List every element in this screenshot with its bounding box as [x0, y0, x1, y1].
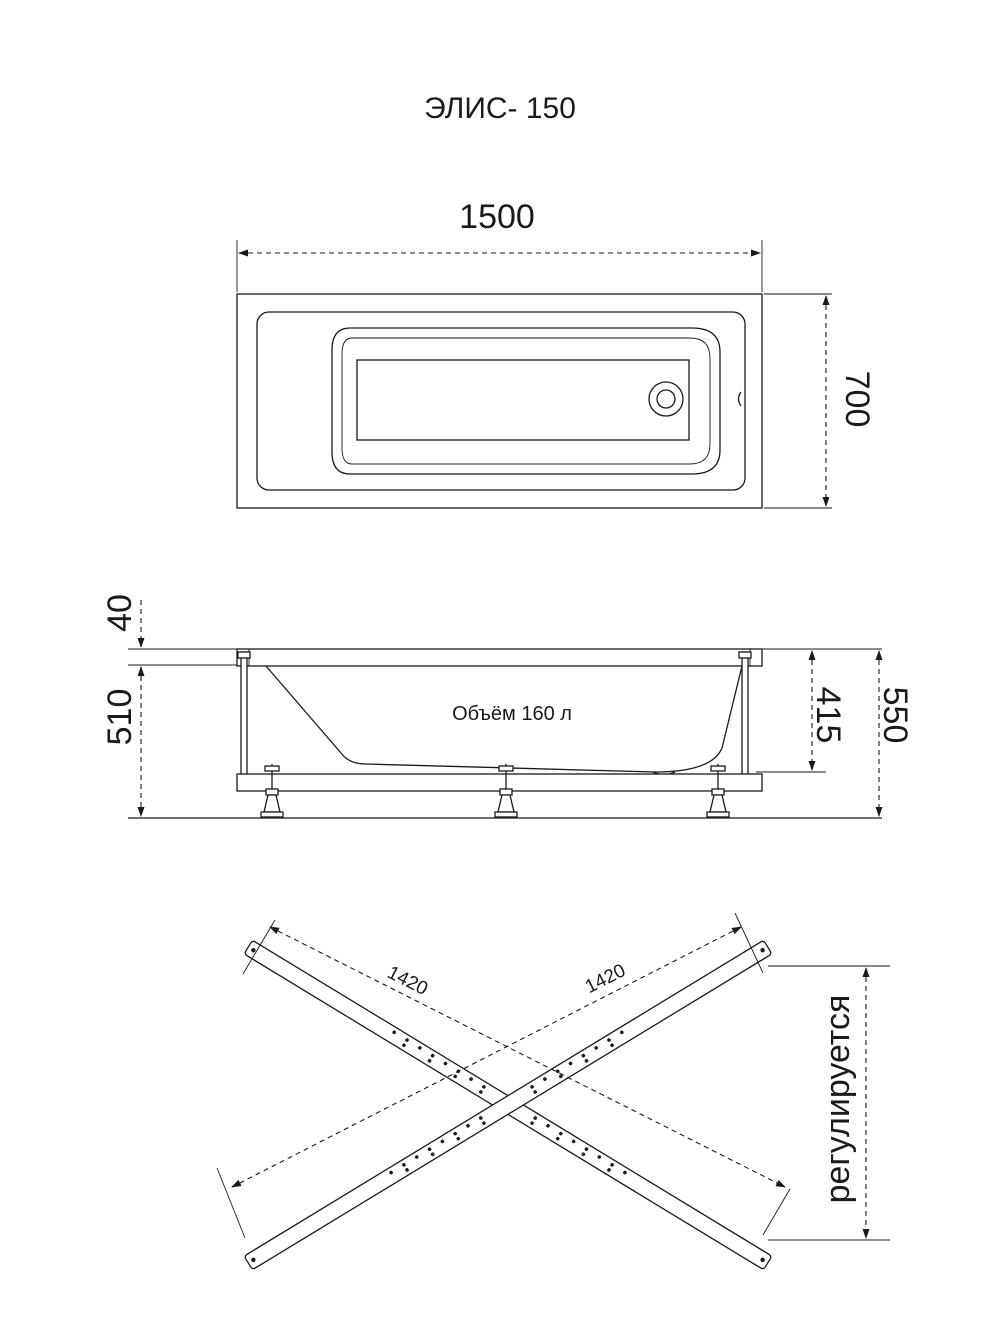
tub-bowl-inner-outline [341, 337, 711, 465]
adjustable-leg-right [706, 764, 730, 818]
drawing-title: ЭЛИС- 150 [424, 92, 576, 125]
tub-bowl-profile [265, 665, 743, 773]
diagonal-2-extension-top [734, 912, 764, 974]
diagonal-2-extension-bottom [216, 1167, 246, 1239]
side-view: Объём 160 л 40 510 415 550 [101, 594, 914, 819]
tub-bottom-panel [356, 359, 690, 441]
frame-end-hole [760, 1257, 765, 1263]
diagonal-1-extension-bottom [762, 1188, 791, 1236]
depth-label: 415 [809, 687, 847, 744]
rod-nut-left-top [237, 651, 251, 659]
volume-label: Объём 160 л [452, 703, 572, 725]
diagonal-1-dimension-line [269, 926, 786, 1188]
top-view: 1500 700 [236, 198, 876, 509]
length-dimension-label: 1500 [459, 198, 535, 236]
overflow-mark [737, 391, 742, 407]
support-rod-left [240, 651, 248, 791]
tub-bowl-outline [331, 327, 721, 475]
rod-nut-right-top [738, 651, 752, 659]
drain-outer-circle [648, 381, 684, 417]
tub-outer-rim [236, 293, 763, 509]
drain-inner-circle [656, 389, 676, 409]
adjustable-leg-middle [494, 764, 518, 818]
support-rod-right [741, 651, 749, 791]
rim-height-label: 40 [101, 594, 139, 632]
frame-view: 1420 1420 регулируется [216, 912, 890, 1270]
tub-rim-side [236, 648, 763, 667]
adjustable-leg-left [260, 764, 284, 818]
diagonal-2-dimension-line [231, 926, 742, 1188]
width-dimension-label: 700 [838, 371, 876, 428]
tub-inner-rim [256, 311, 746, 491]
frame-end-hole [251, 1257, 256, 1263]
body-height-label: 510 [101, 689, 139, 746]
diagonal-1-label: 1420 [384, 962, 431, 1000]
adjustable-label: регулируется [819, 995, 857, 1204]
total-height-label: 550 [876, 687, 914, 744]
diagonal-2-label: 1420 [582, 960, 629, 998]
